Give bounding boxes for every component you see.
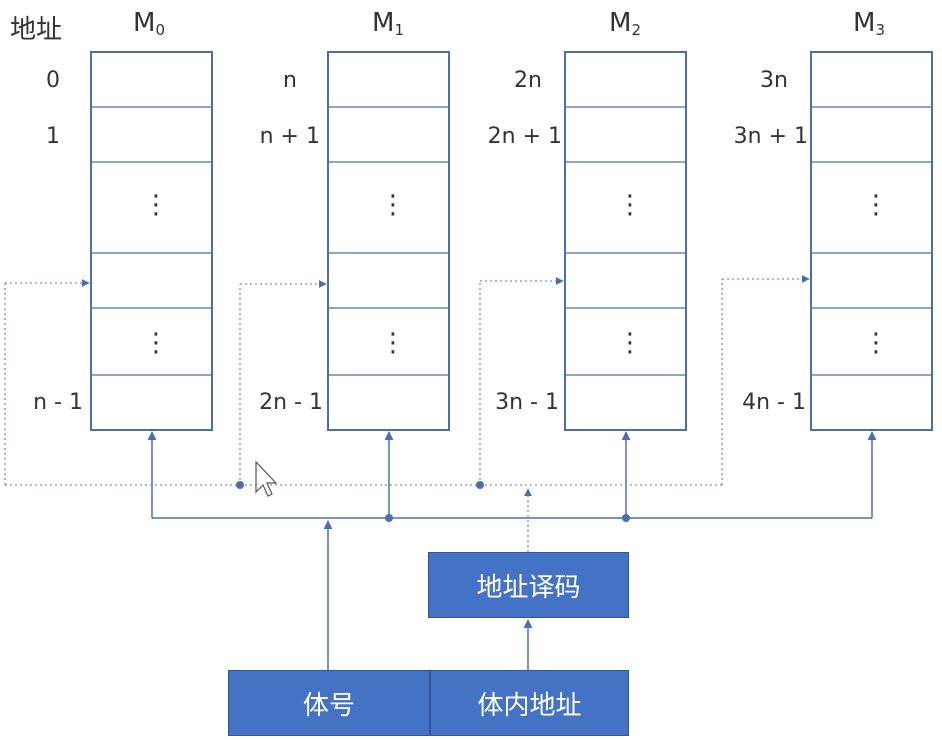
bank-number-field: 体号	[228, 670, 430, 736]
ellipsis-icon: ⋮	[380, 328, 406, 358]
address-label: 2n - 1	[259, 390, 323, 415]
address-label: 0	[46, 68, 60, 93]
junction-dot	[385, 514, 393, 522]
bank-select-bus	[147, 431, 877, 670]
decoder-dotted-lines	[4, 275, 810, 552]
ellipsis-icon: ⋮	[863, 328, 889, 358]
module-title-m3: M3	[853, 8, 885, 39]
module-title-m1: M1	[372, 8, 404, 39]
address-label: 3n - 1	[495, 390, 559, 415]
address-label: 3n + 1	[733, 124, 808, 149]
module-title-m0: M0	[133, 8, 165, 39]
ellipsis-icon: ⋮	[143, 190, 169, 220]
address-label: n + 1	[259, 124, 320, 149]
address-label: 2n	[514, 68, 542, 93]
memory-module-m3	[810, 51, 933, 431]
junction-dot	[236, 481, 244, 489]
intra-bank-address-field: 体内地址	[430, 670, 629, 736]
address-label: n - 1	[33, 390, 83, 415]
ellipsis-icon: ⋮	[617, 328, 643, 358]
address-label: 4n - 1	[742, 390, 806, 415]
module-title-m2: M2	[609, 8, 641, 39]
ellipsis-icon: ⋮	[380, 190, 406, 220]
memory-module-m2	[564, 51, 687, 431]
address-decoder-block: 地址译码	[428, 552, 629, 618]
memory-module-m1	[327, 51, 450, 431]
junction-dot	[476, 481, 484, 489]
ellipsis-icon: ⋮	[617, 190, 643, 220]
mouse-cursor-icon	[255, 460, 278, 497]
address-column-header: 地址	[10, 15, 63, 45]
address-label: 3n	[760, 68, 788, 93]
ellipsis-icon: ⋮	[143, 328, 169, 358]
address-label: 1	[46, 124, 60, 149]
junction-dot	[622, 514, 630, 522]
address-label: n	[283, 68, 297, 93]
memory-module-m0	[90, 51, 213, 431]
ellipsis-icon: ⋮	[863, 190, 889, 220]
address-label: 2n + 1	[487, 124, 562, 149]
